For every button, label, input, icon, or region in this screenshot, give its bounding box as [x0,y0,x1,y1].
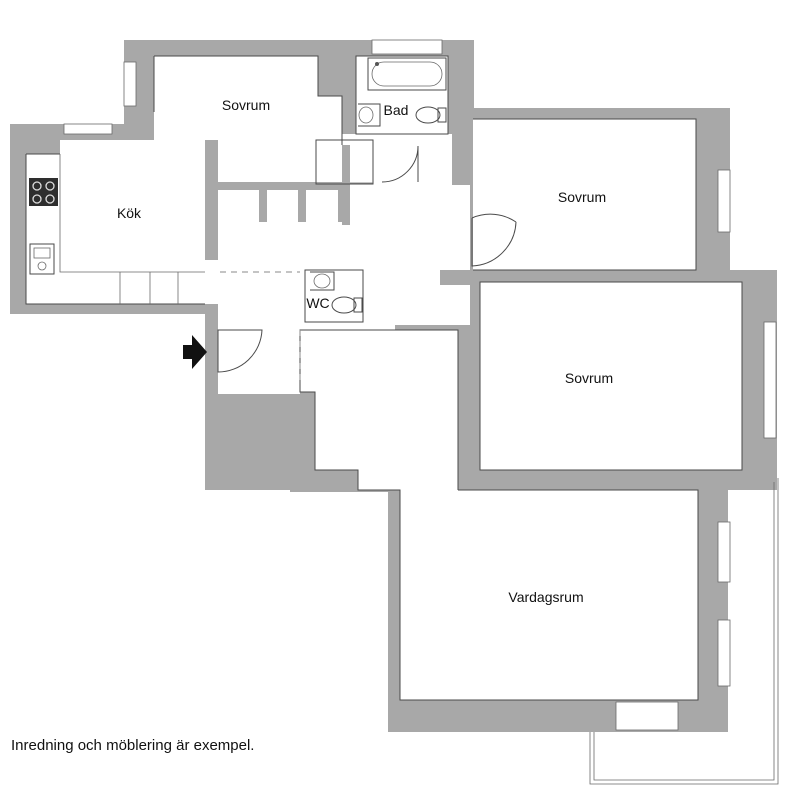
room-label-bad: Bad [384,102,409,118]
room-interiors [26,56,742,700]
room-label-wc: WC [306,295,329,311]
wc-toilet-icon [331,296,363,314]
room-label-kok: Kök [117,205,142,221]
balcony [589,478,779,785]
room-label-sovrum-top: Sovrum [222,97,270,113]
entrance-arrow-icon [183,335,207,369]
disclaimer-note: Inredning och möblering är exempel. [11,737,255,754]
room-label-vardagsrum: Vardagsrum [508,589,583,605]
windows [63,39,777,731]
sink-icon [29,243,55,275]
stove-icon [29,178,58,206]
room-label-sovrum-right-lower: Sovrum [565,370,613,386]
bathtub-icon [367,57,447,91]
doors [217,145,517,380]
kitchen-counter [59,154,205,304]
wc-washbasin-icon [310,271,335,291]
washbasin-icon [358,103,381,127]
room-label-sovrum-right-upper: Sovrum [558,189,606,205]
toilet-icon [415,106,447,124]
closet-partitions [205,139,374,230]
